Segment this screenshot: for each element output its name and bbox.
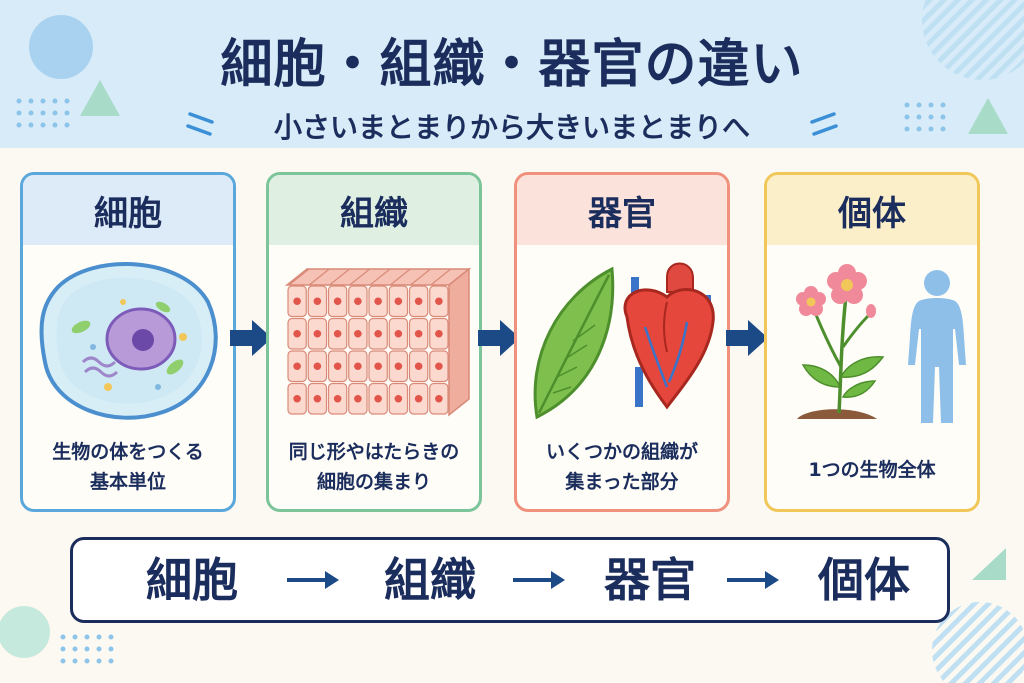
arrow-right-icon bbox=[727, 571, 779, 589]
tissue-cell-nucleus bbox=[374, 394, 382, 403]
decorative-striped-circle-icon bbox=[922, 0, 1024, 80]
cell-illustration-icon bbox=[39, 262, 218, 420]
tissue-cell-nucleus bbox=[414, 362, 423, 371]
decorative-triangle-icon bbox=[968, 98, 1008, 134]
stage-label: 組織 bbox=[340, 193, 408, 234]
arrow-right-icon bbox=[726, 320, 768, 356]
flow-term-tissue: 組織 bbox=[384, 553, 476, 607]
tissue-cell-nucleus bbox=[374, 297, 382, 306]
tissue-cell-nucleus bbox=[394, 362, 403, 371]
tissue-cell-nucleus bbox=[394, 394, 403, 403]
arrow-right-icon bbox=[513, 571, 565, 589]
tissue-cell-nucleus bbox=[333, 362, 342, 371]
flow-term-organ: 器官 bbox=[604, 553, 696, 607]
tissue-top-edge bbox=[369, 268, 391, 286]
decorative-dots-icon bbox=[16, 98, 70, 128]
description-line: 同じ形やはたらきの bbox=[288, 441, 460, 463]
flower-plant-icon bbox=[796, 264, 885, 419]
decorative-circle-icon bbox=[0, 606, 50, 658]
tissue-cell-nucleus bbox=[313, 394, 322, 403]
stage-card-header: 個体 bbox=[767, 175, 977, 245]
arrow-right-icon bbox=[478, 320, 520, 356]
tissue-top-edge bbox=[389, 268, 411, 286]
tissue-cell-nucleus bbox=[354, 394, 362, 403]
decorative-dots-icon bbox=[904, 102, 946, 132]
description-line: 細胞の集まり bbox=[316, 471, 431, 493]
stage-description: 生物の体をつくる 基本単位 bbox=[23, 437, 233, 497]
tissue-cell-nucleus bbox=[394, 297, 403, 306]
stage-description: いくつかの組織が 集まった部分 bbox=[517, 437, 727, 497]
tissue-cell-nucleus bbox=[293, 297, 301, 306]
tissue-cell-nucleus bbox=[394, 329, 403, 338]
tissue-top-edge bbox=[288, 268, 310, 286]
tissue-cell-nucleus bbox=[414, 329, 423, 338]
organ-illustration-icon bbox=[533, 262, 715, 420]
tissue-cell-nucleus bbox=[435, 394, 443, 403]
stage-description: 同じ形やはたらきの 細胞の集まり bbox=[269, 437, 479, 497]
flow-term-organism: 個体 bbox=[818, 553, 910, 607]
accent-lines-left-icon bbox=[186, 112, 214, 136]
decorative-triangle-icon bbox=[80, 80, 120, 116]
leaf-icon bbox=[533, 266, 615, 420]
tissue-cell-nucleus bbox=[374, 329, 382, 338]
stage-card-header: 器官 bbox=[517, 175, 727, 245]
tissue-cell-nucleus bbox=[354, 297, 362, 306]
flow-term-cell: 細胞 bbox=[146, 553, 238, 607]
description-line: 生物の体をつくる bbox=[52, 441, 204, 463]
tissue-cell-nucleus bbox=[414, 297, 423, 306]
decorative-circle-icon bbox=[29, 15, 93, 79]
page-title: 細胞・組織・器官の違い bbox=[220, 35, 804, 95]
decorative-triangle-icon bbox=[972, 548, 1006, 580]
tissue-cell-nucleus bbox=[374, 362, 382, 371]
tissue-top-edge bbox=[329, 268, 350, 286]
description-line: いくつかの組織が bbox=[545, 441, 698, 463]
tissue-cell-nucleus bbox=[435, 362, 443, 371]
tissue-cell-nucleus bbox=[414, 394, 423, 403]
description-line: 基本単位 bbox=[89, 471, 166, 493]
tissue-cell-nucleus bbox=[313, 297, 322, 306]
stage-card-header: 組織 bbox=[269, 175, 479, 245]
stage-label: 細胞 bbox=[94, 193, 162, 234]
tissue-cell-nucleus bbox=[435, 329, 443, 338]
stage-card-header: 細胞 bbox=[23, 175, 233, 245]
tissue-cell-nucleus bbox=[354, 329, 362, 338]
tissue-cell-nucleus bbox=[293, 394, 301, 403]
tissue-cell-nucleus bbox=[293, 329, 301, 338]
stage-label: 個体 bbox=[838, 193, 906, 234]
description-line: 1つの生物全体 bbox=[808, 459, 936, 481]
tissue-cell-nucleus bbox=[333, 394, 342, 403]
page-subtitle: 小さいまとまりから大きいまとまりへ bbox=[273, 111, 750, 144]
organism-illustration-icon bbox=[796, 264, 966, 423]
tissue-cell-nucleus bbox=[293, 362, 301, 371]
stage-label: 器官 bbox=[588, 193, 656, 234]
tissue-top-edge bbox=[410, 268, 431, 286]
tissue-top-edge bbox=[430, 268, 452, 286]
human-silhouette-icon bbox=[908, 270, 966, 423]
tissue-top-edge bbox=[308, 268, 330, 286]
tissue-cell-nucleus bbox=[313, 329, 322, 338]
tissue-cell-nucleus bbox=[354, 362, 362, 371]
arrow-right-icon bbox=[287, 571, 339, 589]
stage-description: 1つの生物全体 bbox=[767, 455, 977, 485]
tissue-cell-nucleus bbox=[333, 297, 342, 306]
tissue-top-edge bbox=[349, 268, 371, 286]
description-line: 集まった部分 bbox=[565, 471, 679, 493]
summary-flow-bar: 細胞 組織 器官 個体 bbox=[70, 537, 950, 623]
decorative-dots-icon bbox=[60, 634, 114, 664]
stage-card-tissue: 組織 同じ形やはたらきの 細胞の集まり bbox=[266, 172, 482, 512]
stage-card-organism: 個体 bbox=[764, 172, 980, 512]
arrow-right-icon bbox=[230, 320, 272, 356]
heart-icon bbox=[623, 262, 715, 410]
tissue-illustration-icon bbox=[284, 267, 472, 417]
decorative-striped-circle-icon bbox=[932, 602, 1024, 683]
tissue-cell-nucleus bbox=[333, 329, 342, 338]
stage-card-organ: 器官 いくつかの組織が 集まった部分 bbox=[514, 172, 730, 512]
stage-card-cell: 細胞 生物の体をつくる 基本単位 bbox=[20, 172, 236, 512]
tissue-cell-nucleus bbox=[313, 362, 322, 371]
accent-lines-right-icon bbox=[810, 112, 838, 136]
tissue-cell-nucleus bbox=[435, 297, 443, 306]
tissue-side-face bbox=[448, 267, 470, 417]
header-band bbox=[0, 0, 1024, 148]
